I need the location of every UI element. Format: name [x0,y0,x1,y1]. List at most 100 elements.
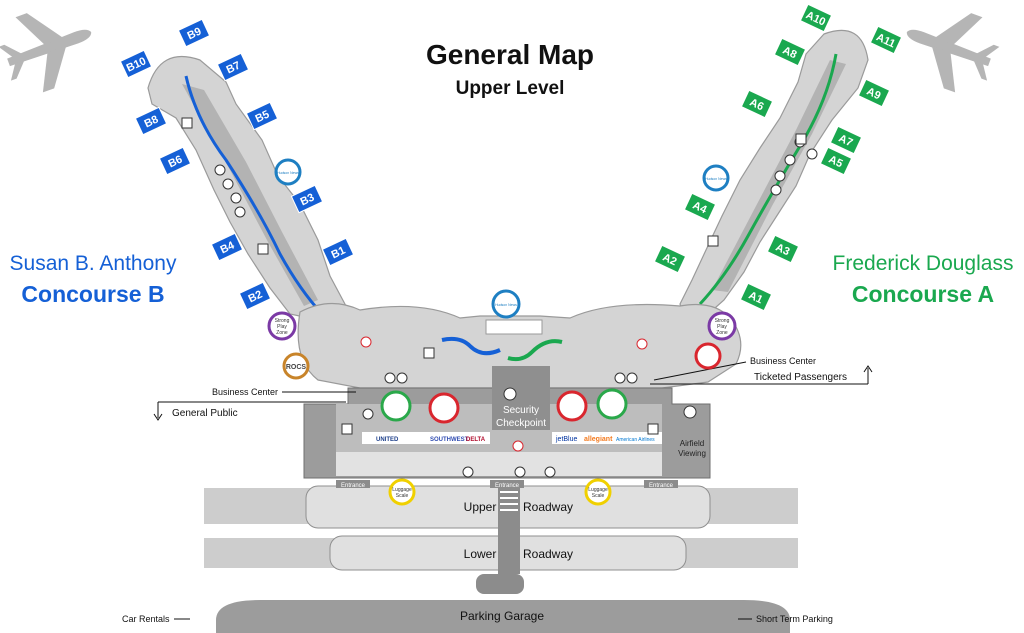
gate-label: B9 [186,25,204,42]
gate-a6[interactable]: A6 [740,89,774,119]
svg-text:Zone: Zone [716,330,728,336]
upper-label: Upper [464,500,497,514]
airline-american: American Airlines [616,437,655,443]
food-marker-green-1[interactable] [380,390,412,422]
entrance-right: Entrance [649,483,674,489]
food-marker-red-2[interactable] [556,390,588,422]
gate-b10[interactable]: B10 [119,49,153,79]
svg-text:Luggage: Luggage [392,487,412,493]
svg-text:Hudson News: Hudson News [705,177,727,181]
airplane-icon-right [906,13,1000,93]
gate-a11[interactable]: A11 [869,25,903,55]
gate-label: A8 [781,44,799,61]
gate-a3[interactable]: A3 [766,234,800,264]
car-rentals-label: Car Rentals [122,614,170,624]
up-arrow-icon [863,365,873,373]
gate-badge [829,125,863,155]
hudson-news-marker-a[interactable]: Hudson News [702,164,730,192]
airline-allegiant: allegiant [584,436,613,443]
entrance-left: Entrance [341,483,366,489]
strong-play-zone-b[interactable]: Strong Play Zone [267,311,297,341]
airfield-viewing-1: Airfield [680,439,704,448]
business-center-right: Business Center [750,356,816,366]
general-public-label: General Public [172,408,238,419]
gate-badge [773,37,807,67]
check-in-floor [336,452,662,476]
entrance-center: Entrance [495,483,520,489]
airline-jetblue: jetBlue [555,436,578,443]
gate-badge [158,146,192,176]
gate-a2[interactable]: A2 [653,244,687,274]
gate-badge [238,281,272,311]
gate-b2[interactable]: B2 [238,281,272,311]
gate-label: B6 [167,153,185,170]
down-arrow-icon [153,413,163,421]
business-center-right-line [653,361,747,381]
charging-icons [181,117,807,435]
gate-label: A4 [691,199,710,216]
gate-a8[interactable]: A8 [773,37,807,67]
gate-b3[interactable]: B3 [290,184,324,214]
gate-label: B5 [254,108,272,125]
svg-text:Zone: Zone [276,330,288,336]
walkway-a-hub [507,339,563,362]
gate-a9[interactable]: A9 [857,78,891,108]
gate-label: A5 [827,153,845,170]
gate-b1[interactable]: B1 [321,237,355,267]
luggage-scale-right[interactable]: Luggage Scale [584,478,612,506]
gate-badge [216,52,250,82]
gate-badge [869,25,903,55]
airline-strip-left [362,432,490,444]
svg-text:Luggage: Luggage [588,487,608,493]
concourse-a-title: Concourse A [852,281,994,307]
hudson-news-marker-hub[interactable]: Hudson News [491,289,521,319]
gate-badge [119,49,153,79]
gate-badge [134,106,168,136]
pedestrian-bridge [498,482,520,574]
svg-text:Hudson News: Hudson News [277,171,299,175]
rocs-marker[interactable]: ROCS [282,352,310,380]
security-label-2: Checkpoint [496,418,546,429]
gate-badge [210,232,244,262]
gate-label: B2 [247,288,265,305]
gate-a10[interactable]: A10 [799,3,833,33]
gate-b7[interactable]: B7 [216,52,250,82]
map-subtitle: Upper Level [456,78,565,99]
svg-text:ROCS: ROCS [286,364,307,371]
gate-b9[interactable]: B9 [177,18,211,48]
entrance-right-bg [644,480,678,488]
gate-badge [245,101,279,131]
gate-a1[interactable]: A1 [739,282,773,312]
ticketed-passengers-label: Ticketed Passengers [754,372,847,383]
gate-label: B8 [143,113,161,130]
food-marker-red-a[interactable] [694,342,722,370]
gate-b8[interactable]: B8 [134,106,168,136]
gate-label: A9 [865,85,883,102]
gate-label: B3 [299,191,317,208]
gate-a4[interactable]: A4 [683,192,717,222]
security-checkpoint-area [492,366,550,430]
gate-label: B1 [330,244,348,261]
restroom-icons [214,136,806,419]
gate-a7[interactable]: A7 [829,125,863,155]
food-marker-green-2[interactable] [596,388,628,420]
svg-text:Strong: Strong [715,318,730,324]
gate-label: A1 [747,289,765,306]
food-marker-red-1[interactable] [428,392,460,424]
gate-a5[interactable]: A5 [819,146,853,176]
gate-b4[interactable]: B4 [210,232,244,262]
luggage-scale-left[interactable]: Luggage Scale [388,478,416,506]
no-entry-icon [503,387,517,401]
hudson-news-marker-b[interactable]: Hudson News [274,158,302,186]
gate-b6[interactable]: B6 [158,146,192,176]
svg-text:Hudson News: Hudson News [495,303,517,307]
strong-play-zone-a[interactable]: Strong Play Zone [707,311,737,341]
gate-b5[interactable]: B5 [245,101,279,131]
gate-label: A7 [837,132,855,149]
svg-text:Scale: Scale [396,493,409,499]
gate-badge [857,78,891,108]
svg-text:Scale: Scale [592,493,605,499]
concourse-b-inner [182,84,318,306]
